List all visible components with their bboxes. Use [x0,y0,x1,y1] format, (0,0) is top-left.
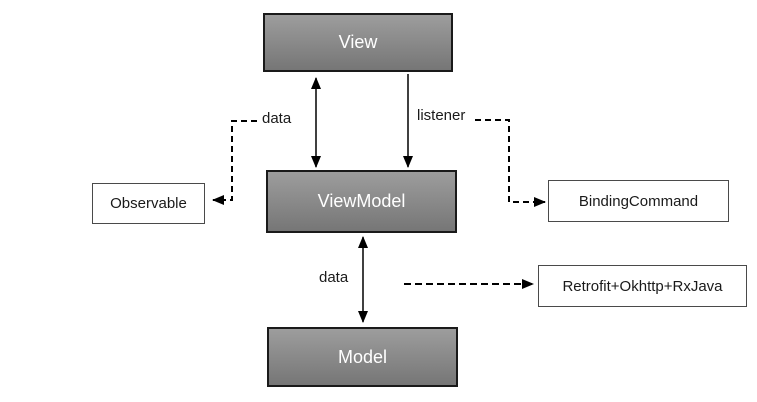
node-retrofit-okhttp-rxjava: Retrofit+Okhttp+RxJava [538,265,747,307]
edge-listener-bindingcommand-dashed [475,119,546,207]
edge-label-data-top: data [262,110,292,127]
node-view: View [263,13,453,72]
node-model: Model [267,327,458,387]
node-binding-command: BindingCommand [548,180,729,222]
edge-label-listener: listener [417,107,466,124]
edge-label-data-bottom: data [319,269,349,286]
edge-data-observable-dashed [212,120,257,205]
node-viewmodel: ViewModel [266,170,457,233]
node-observable: Observable [92,183,205,224]
